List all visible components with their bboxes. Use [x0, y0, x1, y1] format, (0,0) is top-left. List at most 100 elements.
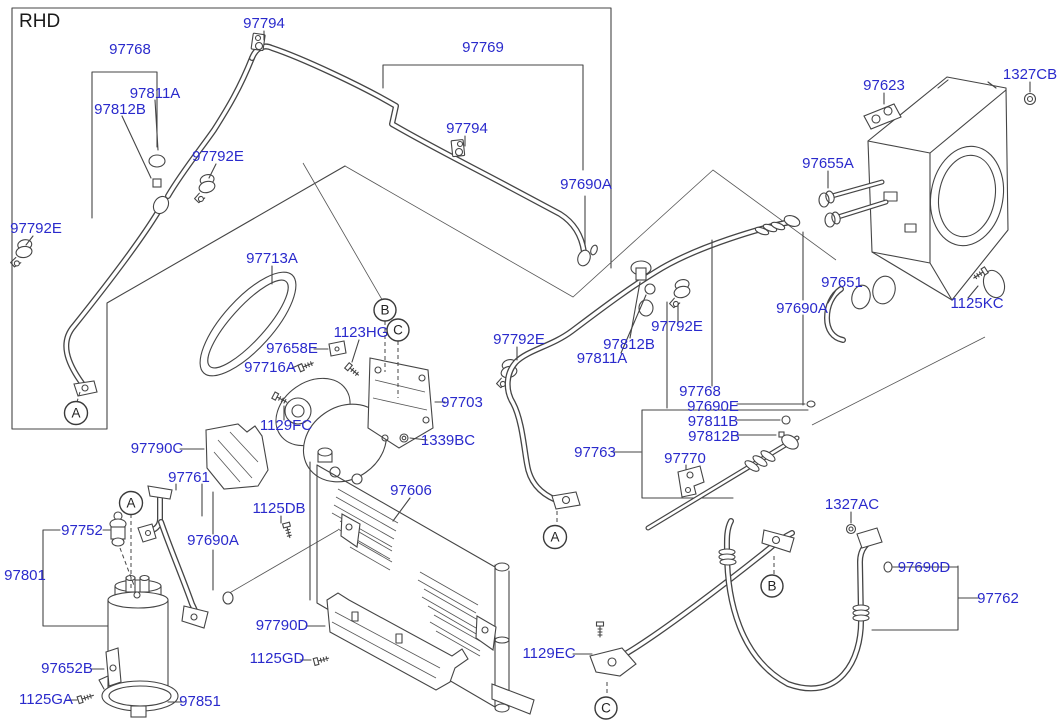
- mount-rubber-97658e: [328, 340, 347, 357]
- pipe-clamp-97794-mid: [450, 139, 466, 158]
- bolt-1125db: [281, 521, 292, 539]
- callout-a-1: A: [63, 400, 89, 426]
- svg-text:B: B: [767, 579, 776, 594]
- elbow-97651: [824, 275, 896, 343]
- part-label: 97792E: [192, 148, 244, 165]
- part-label: 97690D: [898, 559, 951, 576]
- bolt-1129fc: [271, 391, 288, 404]
- part-label: 97794: [446, 120, 488, 137]
- part-label: 97790D: [256, 617, 309, 634]
- bolt-1125gd: [312, 656, 330, 667]
- part-label: 1327AC: [825, 496, 879, 513]
- heater-unit: [867, 76, 1009, 301]
- part-label: 97768: [109, 41, 151, 58]
- callout-b-1: B: [373, 298, 397, 322]
- part-label: 1125GD: [250, 650, 305, 667]
- callout-c-2: C: [594, 696, 618, 720]
- svg-text:B: B: [380, 303, 389, 318]
- bolt-97716a: [297, 361, 314, 373]
- svg-text:A: A: [71, 406, 80, 421]
- part-label: 97851: [179, 693, 221, 710]
- discharge-pipe-lower: [589, 530, 795, 677]
- part-label: 97651: [821, 274, 863, 291]
- shield-97790c: [205, 423, 269, 490]
- part-label: 97792E: [651, 318, 703, 335]
- nut-1339bc: [399, 433, 409, 443]
- kit-bracket-97763: [612, 231, 816, 531]
- callout-a-2: A: [118, 490, 144, 516]
- leader-lines: [25, 30, 1031, 703]
- suction-hose-97762: [718, 518, 979, 692]
- part-label: 97769: [462, 39, 504, 56]
- callout-a-3: A: [542, 524, 568, 550]
- callout-c-1: C: [386, 318, 410, 342]
- part-label: 97790C: [131, 440, 184, 457]
- part-label: 97606: [390, 482, 432, 499]
- nut-1327cb: [1023, 92, 1037, 106]
- part-label: 97713A: [246, 250, 298, 267]
- part-label: 97658E: [266, 340, 318, 357]
- condenser-97606: [309, 447, 535, 715]
- svg-text:A: A: [550, 530, 559, 545]
- clamp-97851: [98, 675, 179, 718]
- part-label: 97811A: [577, 350, 628, 367]
- shield-97790d: [326, 592, 469, 691]
- part-label: 1125KC: [950, 295, 1003, 312]
- part-label: 97762: [977, 590, 1019, 607]
- part-label: 1125DB: [252, 500, 305, 517]
- part-label: 97690A: [560, 176, 612, 193]
- pipe-clamp-97792e-1: [194, 174, 216, 204]
- part-label: 97768: [679, 383, 721, 400]
- valve-97752: [109, 511, 127, 547]
- part-label: 97690A: [187, 532, 239, 549]
- part-label: 97812B: [603, 336, 655, 353]
- part-label: 1129FC: [260, 417, 312, 434]
- callout-b-2: B: [760, 574, 784, 598]
- part-label: 97792E: [493, 331, 545, 348]
- pipe-clamp-97792e-4: [669, 279, 691, 309]
- part-label: 1123HG: [334, 324, 389, 341]
- svg-text:A: A: [126, 496, 135, 511]
- part-label: 1125GA: [19, 691, 73, 708]
- pipe-clamp-97794-top: [250, 32, 266, 52]
- part-label: 97716A: [244, 359, 296, 376]
- pipes-97655a: [818, 179, 889, 228]
- part-label: 1327CB: [1003, 66, 1057, 83]
- part-label: 97655A: [802, 155, 854, 172]
- part-label: 97792E: [10, 220, 62, 237]
- part-label: 97652B: [41, 660, 93, 677]
- liquid-pipe-97763: [504, 215, 801, 510]
- bolt-1125kc: [973, 266, 990, 280]
- part-label: 97801: [4, 567, 46, 584]
- drive-belt-97713a: [199, 271, 297, 377]
- part-label: 97811A: [130, 85, 181, 102]
- part-label: 97812B: [94, 101, 146, 118]
- svg-text:C: C: [393, 323, 403, 338]
- part-label: 97794: [243, 15, 285, 32]
- pipe-97761: [137, 483, 234, 629]
- part-label: 1339BC: [421, 432, 475, 449]
- bolt-1125ga: [76, 693, 94, 705]
- bolt-1129ec: [595, 621, 605, 638]
- part-label: 97690A: [776, 300, 828, 317]
- rhd-variant-box: [11, 7, 986, 596]
- pipe-assembly-97768: [63, 55, 255, 397]
- bracket-97652b: [105, 647, 122, 687]
- part-label: 97811B: [688, 413, 739, 430]
- part-label: 1129EC: [522, 645, 575, 662]
- svg-text:C: C: [601, 701, 611, 716]
- part-label: 97761: [168, 469, 210, 486]
- part-label: 97752: [61, 522, 103, 539]
- bolt-1123hg: [343, 361, 359, 376]
- pipe-clamp-97792e-2: [10, 239, 33, 268]
- part-label: 97812B: [688, 428, 740, 445]
- variant-label: RHD: [19, 11, 60, 32]
- part-label: 97690E: [687, 398, 739, 415]
- part-label: 97703: [441, 394, 483, 411]
- bracket-97623: [863, 103, 902, 130]
- part-labels: 97794 97768 97811A 97812B 97792E 97792E …: [4, 15, 1057, 710]
- part-label: 97763: [574, 444, 616, 461]
- mount-plate-97703: [367, 357, 434, 449]
